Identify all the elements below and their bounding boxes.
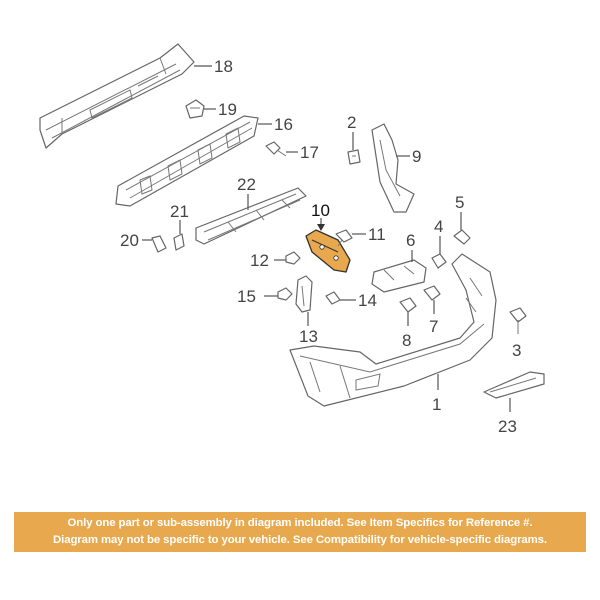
callout-11: 11 [368,225,386,244]
part-5-clip [453,229,471,245]
disclaimer-line-2: Diagram may not be specific to your vehi… [53,533,547,546]
callout-23: 23 [498,417,517,436]
callout-7: 7 [429,317,438,336]
callout-16: 16 [274,115,293,134]
part-18-reinforcement-beam [39,43,195,149]
part-19-clip [185,99,205,119]
part-3-bolt [509,307,527,334]
callout-3: 3 [512,341,521,360]
part-8-clip [399,297,417,313]
callout-8: 8 [402,331,411,350]
callout-14: 14 [358,291,377,310]
part-7-clip [423,285,441,301]
part-2-bolt [347,149,361,165]
disclaimer-banner: Only one part or sub-assembly in diagram… [14,512,586,552]
part-11-bolt [335,229,353,247]
callout-2: 2 [347,113,356,132]
callout-5: 5 [455,193,464,212]
callout-19: 19 [218,100,237,119]
part-21-bracket [173,233,185,251]
callout-17: 17 [300,143,319,162]
part-15-bolt [277,287,293,301]
part-13-side-bracket [295,275,313,313]
part-10-bumper-bracket-highlighted [305,229,351,273]
part-14-bolt [325,291,341,305]
callout-18: 18 [214,57,233,76]
callout-21: 21 [170,202,189,221]
part-23-molding [483,371,545,399]
callout-6: 6 [406,231,415,250]
leader-10-arrow [317,224,325,231]
part-9-side-support [371,123,415,213]
part-4-clip [431,253,447,269]
callout-4: 4 [434,217,443,236]
callout-10: 10 [311,201,330,220]
callout-15: 15 [237,287,256,306]
part-16-energy-absorber [115,115,259,207]
callout-13: 13 [299,327,318,346]
callout-20: 20 [120,231,139,250]
part-17-bolt [265,141,287,157]
part-12-nut [285,251,301,265]
disclaimer-line-1: Only one part or sub-assembly in diagram… [67,517,533,529]
part-6-retainer [371,259,427,293]
part-20-clip [151,235,167,253]
callout-1: 1 [432,395,441,414]
callout-22: 22 [237,175,256,194]
part-22-panel [195,187,307,245]
callout-12: 12 [250,251,269,270]
part-1-bumper-cover [289,253,497,407]
callout-9: 9 [412,147,421,166]
